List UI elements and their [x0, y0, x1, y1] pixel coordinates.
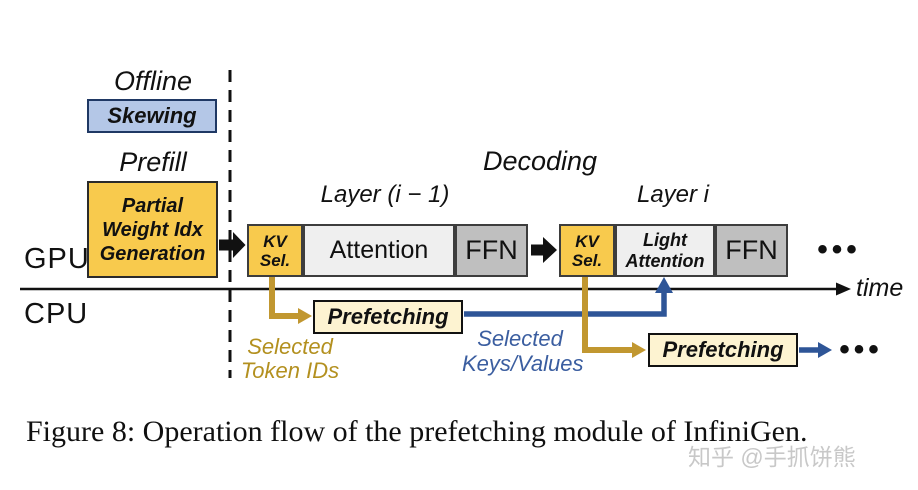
- skewing-box-label: Skewing: [107, 103, 197, 128]
- light-attention-box: Light Attention: [615, 224, 715, 277]
- offline-phase-label: Offline: [113, 65, 193, 96]
- prefetching-cur-label: Prefetching: [662, 337, 784, 362]
- gpu-lane-label: GPU: [24, 243, 90, 275]
- prefetching-box-cur: Prefetching: [648, 333, 798, 367]
- prefetch-next-arrowhead-icon: [818, 342, 832, 358]
- skewing-box: Skewing: [87, 99, 217, 133]
- selected-token-ids-line1: Selected: [247, 334, 333, 359]
- selected-keys-values-label: Selected Keys/Values: [462, 326, 584, 376]
- layer-prev-title: Layer (i − 1): [320, 181, 450, 208]
- selected-token-ids-line-prev: [269, 276, 299, 319]
- watermark: 知乎 @手抓饼熊: [688, 444, 856, 470]
- gpu-row-ellipsis: •••: [817, 233, 861, 266]
- attention-box: Attention: [303, 224, 455, 277]
- selected-token-ids-arrowhead-prev-icon: [298, 308, 312, 324]
- layer-cur-title: Layer i: [636, 181, 710, 208]
- selected-token-ids-arrowhead-cur-icon: [632, 342, 646, 358]
- partial-box-line2: Weight Idx: [102, 218, 203, 241]
- selected-token-ids-line2: Token IDs: [240, 358, 340, 383]
- decoding-phase-label: Decoding: [482, 145, 598, 176]
- ffn-prev-label: FFN: [465, 235, 518, 265]
- selected-keys-values-arrowhead-icon: [655, 277, 673, 293]
- time-axis-label: time: [856, 274, 904, 302]
- cpu-row-ellipsis: •••: [839, 333, 883, 366]
- light-attention-line1: Light: [643, 229, 687, 250]
- kv-sel-box-layer-prev: KV Sel.: [247, 224, 303, 277]
- kv-sel-prev-line1: KV: [263, 231, 287, 251]
- prefill-phase-label: Prefill: [119, 146, 187, 177]
- selected-keys-values-line1: Selected: [477, 326, 563, 351]
- light-attention-line2: Attention: [625, 250, 705, 271]
- cpu-lane-label: CPU: [24, 298, 89, 330]
- arrow-prefill-to-layer-prev-icon: [219, 232, 246, 258]
- selected-token-ids-line-cur: [582, 276, 633, 353]
- kv-sel-cur-line1: KV: [575, 231, 599, 251]
- prefetching-prev-label: Prefetching: [327, 304, 449, 329]
- partial-box-line3: Generation: [99, 242, 206, 265]
- partial-weight-idx-generation-box: Partial Weight Idx Generation: [87, 181, 218, 278]
- prefetching-box-prev: Prefetching: [313, 300, 463, 334]
- ffn-box-layer-cur: FFN: [715, 224, 788, 277]
- selected-keys-values-line: [464, 292, 667, 317]
- ffn-cur-label: FFN: [725, 235, 778, 265]
- figure-caption: Figure 8: Operation flow of the prefetch…: [26, 415, 808, 448]
- arrow-layer-prev-to-layer-cur-icon: [531, 237, 557, 263]
- partial-box-line1: Partial: [121, 194, 184, 217]
- kv-sel-prev-line2: Sel.: [259, 250, 291, 270]
- attention-box-label: Attention: [329, 236, 429, 264]
- ffn-box-layer-prev: FFN: [455, 224, 528, 277]
- selected-keys-values-line2: Keys/Values: [462, 351, 584, 376]
- selected-token-ids-label: Selected Token IDs: [234, 335, 346, 383]
- kv-sel-cur-line2: Sel.: [571, 250, 603, 270]
- time-axis-arrowhead-icon: [836, 282, 851, 296]
- kv-sel-box-layer-cur: KV Sel.: [559, 224, 615, 277]
